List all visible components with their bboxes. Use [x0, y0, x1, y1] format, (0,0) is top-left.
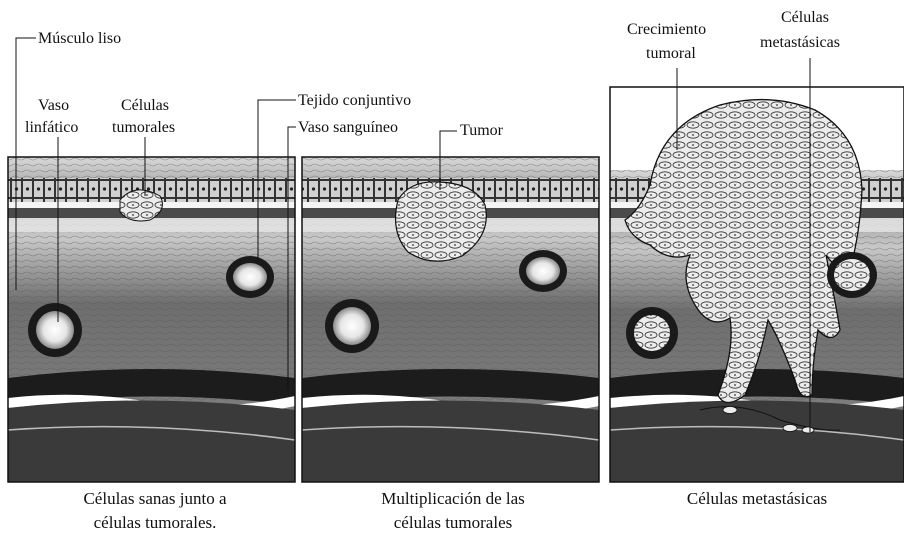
label-vaso-linfatico-line1: Vaso — [38, 96, 69, 115]
lymph-vessel-icon — [325, 299, 379, 353]
panel-1 — [8, 157, 295, 482]
caption-panel-3: Células metastásicas — [622, 487, 892, 511]
blood-vessel-icon — [226, 256, 274, 298]
panel-2 — [302, 157, 599, 482]
label-metastasicas-line2: metastásicas — [760, 33, 840, 52]
label-vaso-sanguineo: Vaso sanguíneo — [298, 118, 398, 137]
label-musculo-liso: Músculo liso — [38, 29, 121, 48]
label-tumor: Tumor — [460, 121, 503, 140]
caption-panel-1-line2: células tumorales. — [20, 511, 290, 535]
panel-3 — [610, 87, 904, 482]
caption-panel-3-line1: Células metastásicas — [622, 487, 892, 511]
label-celulas-tumorales-line1: Células — [121, 96, 169, 115]
caption-panel-2-line2: células tumorales — [318, 511, 588, 535]
label-celulas-tumorales-line2: tumorales — [112, 118, 175, 137]
caption-panel-2-line1: Multiplicación de las — [318, 487, 588, 511]
label-crecimiento-line2: tumoral — [646, 44, 696, 63]
lymph-vessel-icon — [626, 307, 678, 359]
blood-vessel-icon — [827, 252, 877, 298]
label-metastasicas-line1: Células — [781, 8, 829, 27]
label-crecimiento-line1: Crecimiento — [627, 20, 706, 39]
label-vaso-linfatico-line2: linfático — [25, 118, 78, 137]
blood-vessel-icon — [519, 250, 567, 292]
label-tejido-conjuntivo: Tejido conjuntivo — [298, 91, 411, 110]
caption-panel-2: Multiplicación de las células tumorales — [318, 487, 588, 535]
caption-panel-1-line1: Células sanas junto a — [20, 487, 290, 511]
caption-panel-1: Células sanas junto a células tumorales. — [20, 487, 290, 535]
lymph-vessel-icon — [28, 303, 82, 357]
